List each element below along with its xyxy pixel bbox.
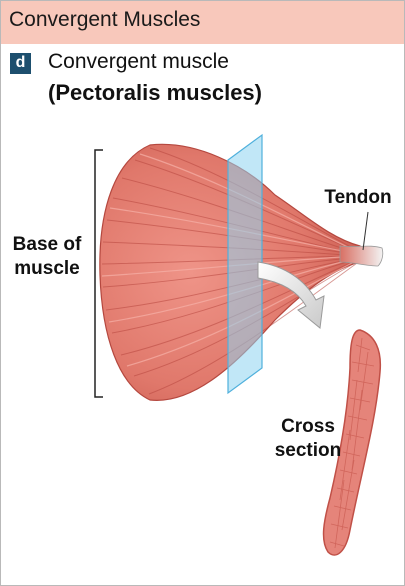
panel-subtitle: (Pectoralis muscles) — [48, 80, 262, 105]
cross-label-line2: section — [274, 440, 342, 461]
header-bar: Convergent Muscles — [1, 1, 404, 44]
base-of-muscle-label: Base of muscle — [4, 233, 90, 281]
section-plane — [227, 133, 263, 395]
base-bracket — [94, 149, 103, 398]
panel-letter-badge: d — [10, 53, 31, 74]
panel-title: Convergent muscle — [48, 50, 229, 73]
cross-label-line1: Cross — [281, 416, 335, 437]
cross-section-label: Cross section — [266, 415, 350, 463]
cross-section-fascicles — [329, 337, 375, 549]
tendon-pointer — [362, 211, 369, 251]
cross-section-arrow — [257, 261, 325, 329]
header-title: Convergent Muscles — [9, 8, 201, 31]
base-label-line2: muscle — [14, 258, 80, 279]
cross-section-shape — [322, 329, 382, 556]
base-label-line1: Base of — [12, 234, 82, 255]
tendon-label: Tendon — [324, 187, 392, 208]
